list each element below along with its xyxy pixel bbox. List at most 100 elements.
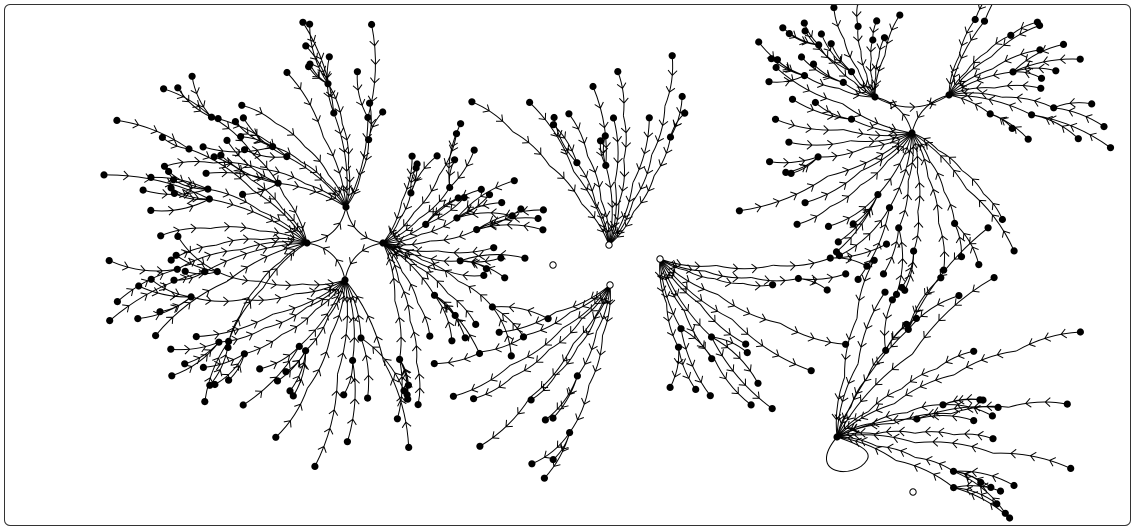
edge-arrow-tick [572, 300, 580, 310]
graph-node [1010, 481, 1018, 490]
graph-node [815, 41, 823, 49]
graph-node [998, 215, 1007, 224]
graph-edge [420, 255, 461, 262]
edge-arrow-tick [370, 58, 381, 66]
graph-node [204, 185, 212, 193]
edge-arrow-tick [292, 180, 300, 191]
graph-node [681, 109, 689, 117]
graph-node [181, 360, 189, 368]
graph-node [430, 291, 439, 299]
graph-edge [302, 22, 335, 114]
graph-edge [680, 328, 711, 397]
edge-arrow-tick [992, 69, 1000, 80]
graph-edge [594, 202, 610, 246]
graph-edge [341, 123, 350, 166]
edge-arrow-tick [292, 375, 302, 383]
graph-node [199, 143, 207, 151]
edge-arrow-tick [239, 195, 247, 205]
graph-edge [512, 131, 550, 166]
graph-edge [413, 175, 440, 213]
edge-arrow-tick [876, 152, 884, 161]
edge-arrow-tick [370, 120, 379, 128]
graph-node [949, 467, 958, 475]
edge-arrow-tick [891, 362, 899, 371]
edge-arrow-tick [861, 274, 871, 282]
edge-arrow-tick [213, 329, 220, 340]
edge-arrow-tick [283, 420, 292, 428]
edge-arrow-tick [241, 159, 249, 169]
edge-arrow-tick [395, 251, 404, 259]
edge-arrow-tick [870, 172, 878, 180]
edge-arrow-tick [587, 211, 596, 219]
edge-arrow-tick [596, 349, 606, 356]
graph-node [735, 207, 744, 215]
edge-arrow-tick [798, 156, 806, 167]
graph-node [1076, 55, 1084, 63]
edge-arrow-tick [260, 244, 268, 254]
edge-arrow-tick [309, 52, 318, 61]
edge-arrow-tick [306, 297, 315, 307]
graph-node [199, 363, 207, 371]
edge-arrow-tick [397, 376, 408, 383]
graph-node [207, 113, 216, 121]
graph-edge [164, 160, 214, 167]
graph-node [174, 232, 182, 240]
edge-arrow-tick [395, 316, 405, 324]
edge-arrow-tick [581, 397, 591, 405]
graph-edge [345, 117, 369, 208]
graph-node [324, 80, 332, 88]
graph-edge [869, 58, 873, 79]
edge-arrow-tick [893, 163, 902, 171]
edge-arrow-tick [396, 395, 406, 403]
graph-node [668, 52, 676, 60]
edge-arrow-tick [843, 50, 853, 58]
edge-arrow-tick [801, 164, 809, 173]
edge-arrow-tick [323, 427, 334, 435]
graph-edge [739, 175, 829, 212]
graph-node [1088, 100, 1096, 108]
graph-node [256, 365, 264, 373]
edge-arrow-tick [999, 116, 1007, 125]
edge-arrow-tick [411, 175, 421, 183]
graph-node [677, 325, 685, 333]
graph-node [772, 63, 780, 72]
edge-arrow-tick [1010, 448, 1017, 459]
graph-edge [836, 436, 897, 461]
edge-arrow-tick [951, 438, 959, 449]
edge-arrow-tick [275, 319, 283, 329]
graph-node [239, 114, 247, 122]
edge-arrow-tick [604, 181, 615, 189]
edge-arrow-tick [331, 288, 340, 297]
edge-arrow-tick [899, 168, 910, 176]
edge-arrow-tick [296, 221, 306, 229]
graph-edge [632, 117, 650, 183]
graph-node [475, 349, 484, 358]
edge-arrow-tick [972, 284, 980, 293]
edge-arrow-tick [804, 30, 814, 38]
edge-arrow-tick [790, 191, 798, 201]
graph-edge [456, 212, 513, 219]
edge-arrow-tick [911, 234, 922, 242]
edge-arrow-tick [489, 215, 497, 225]
edge-arrow-tick [150, 125, 158, 135]
graph-edge [911, 132, 929, 178]
graph-edge [937, 149, 963, 171]
graph-node [885, 204, 894, 212]
graph-node [364, 113, 372, 122]
graph-edge [716, 264, 774, 270]
graph-node [167, 256, 175, 264]
graph-edge [993, 452, 1071, 469]
graph-node [951, 219, 959, 227]
edge-arrow-tick [560, 400, 569, 409]
graph-node [158, 133, 166, 141]
graph-node [224, 343, 232, 352]
graph-node [169, 176, 178, 184]
edge-arrow-tick [685, 264, 693, 274]
edge-arrow-tick [613, 213, 624, 221]
edge-arrow-tick [992, 497, 1000, 505]
edge-arrow-tick [988, 95, 996, 106]
graph-node [785, 30, 793, 38]
graph-node [674, 343, 683, 351]
edge-arrow-tick [396, 336, 406, 343]
edge-arrow-tick [260, 254, 268, 263]
